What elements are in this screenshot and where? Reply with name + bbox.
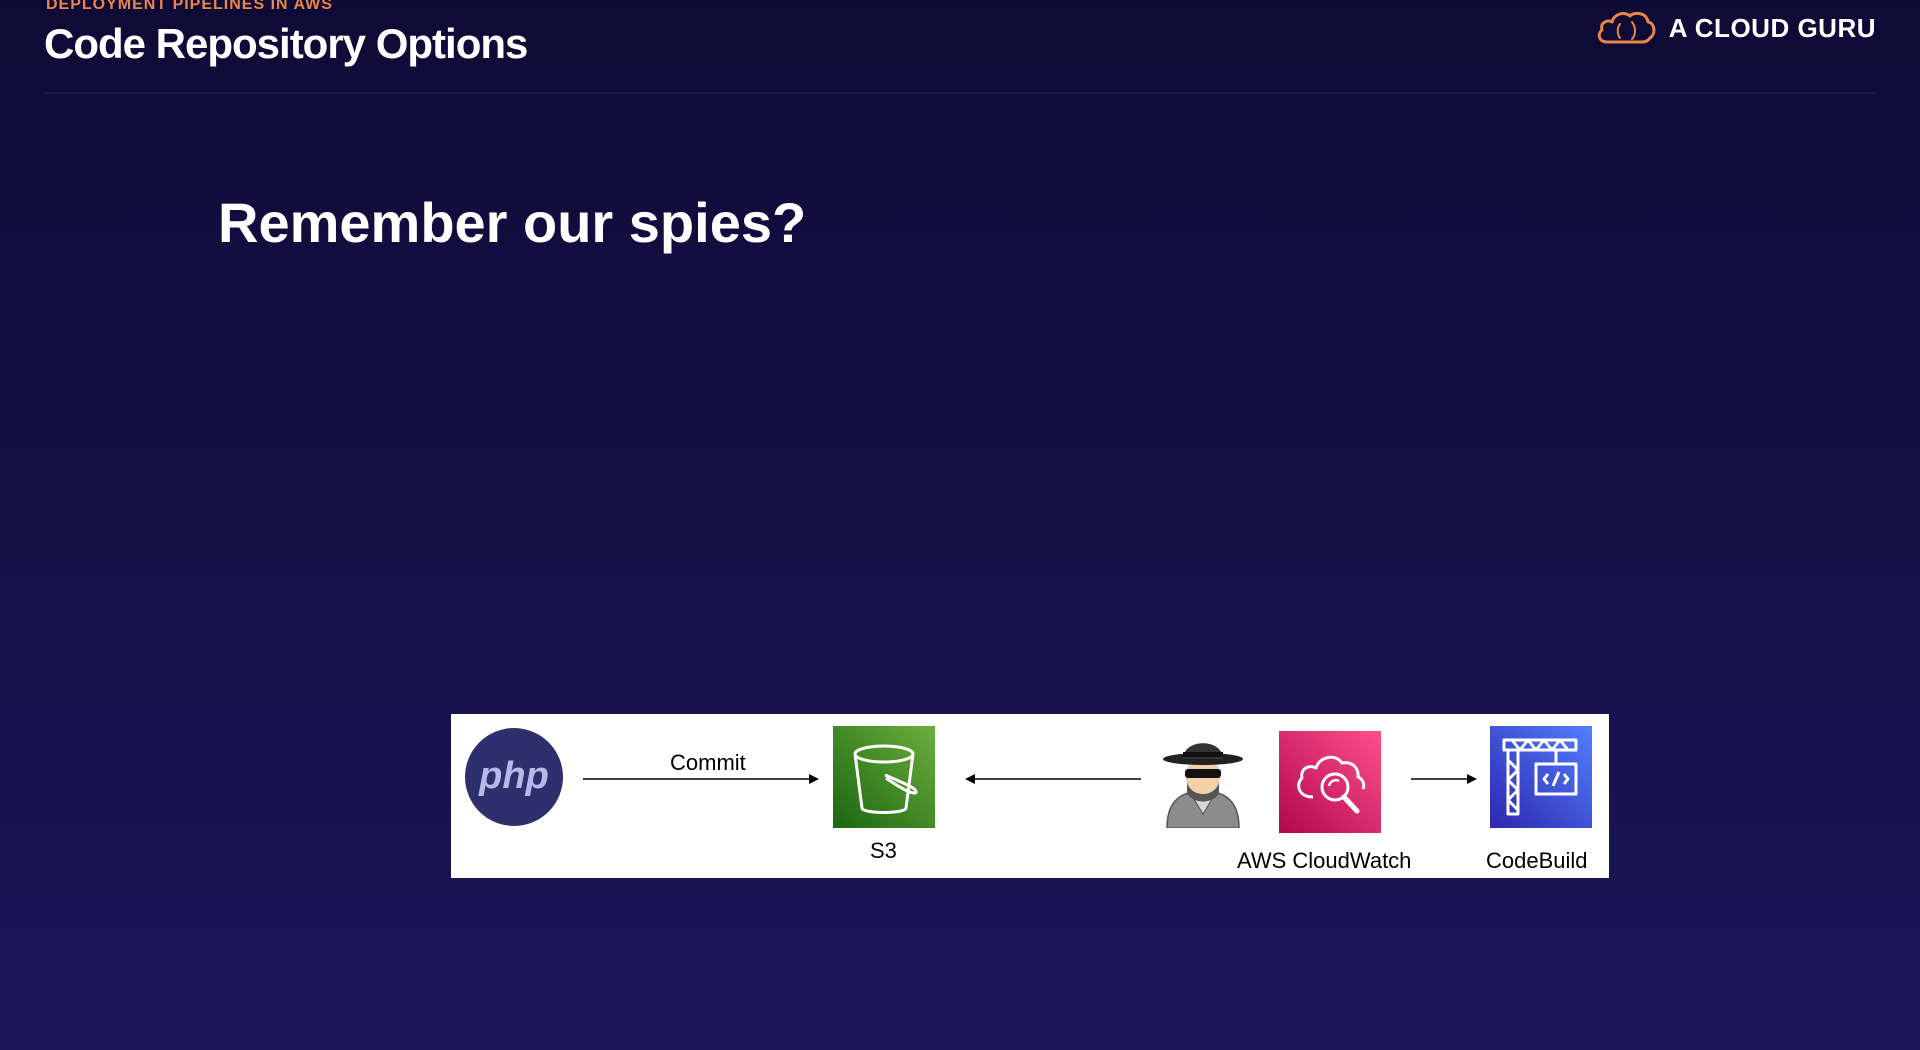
cloud-logo-icon xyxy=(1595,8,1657,48)
section-heading: Remember our spies? xyxy=(218,191,807,254)
cloudwatch-icon xyxy=(1279,731,1381,833)
spy-icon xyxy=(1161,732,1245,828)
s3-label: S3 xyxy=(870,838,897,863)
php-logo-icon: php xyxy=(465,728,563,826)
brand-name: A CLOUD GURU xyxy=(1668,12,1876,43)
slide-header: DEPLOYMENT PIPELINES IN AWS Code Reposit… xyxy=(44,0,1876,94)
section-eyebrow: DEPLOYMENT PIPELINES IN AWS xyxy=(46,0,333,13)
codebuild-label: CodeBuild xyxy=(1486,848,1588,873)
php-logo-text: php xyxy=(478,755,549,797)
cloudwatch-to-codebuild-arrow xyxy=(1411,772,1481,786)
commit-label: Commit xyxy=(670,750,746,775)
brand-logo: A CLOUD GURU xyxy=(1595,8,1876,48)
slide-title: Code Repository Options xyxy=(44,20,528,67)
s3-bucket-icon xyxy=(833,726,935,828)
cloudwatch-label: AWS CloudWatch xyxy=(1237,848,1412,873)
commit-arrow xyxy=(583,772,823,786)
codebuild-icon xyxy=(1490,726,1592,828)
spy-to-s3-arrow xyxy=(963,772,1143,786)
pipeline-diagram: php Commit S3 xyxy=(451,714,1609,878)
